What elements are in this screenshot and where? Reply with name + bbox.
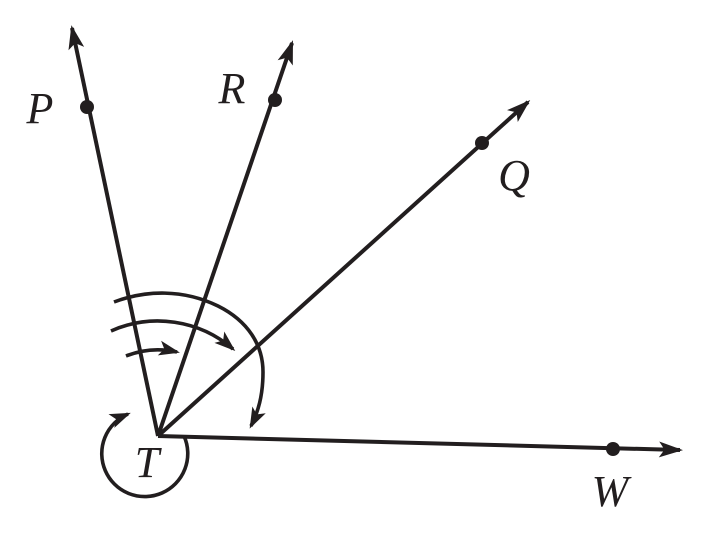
reflex-angle-arc-WTP <box>100 412 190 499</box>
angle-arc-PTR <box>125 340 180 358</box>
point-Q-label: Q <box>498 151 530 200</box>
angle-arc-PTW <box>113 291 266 429</box>
ray-TQ <box>156 99 531 438</box>
ray-TP <box>68 25 160 437</box>
vertex-T-label: T <box>135 438 163 487</box>
ray-TW <box>157 434 683 458</box>
point-W-label: W <box>592 467 632 516</box>
point-R-label: R <box>218 64 246 113</box>
point-Q-dot <box>475 136 489 150</box>
point-R-dot <box>268 93 282 107</box>
point-P-dot <box>80 100 94 114</box>
ray-TR <box>156 40 294 437</box>
point-W-dot <box>606 442 620 456</box>
point-P-label: P <box>26 84 54 133</box>
angle-arc-PTQ <box>110 319 236 351</box>
